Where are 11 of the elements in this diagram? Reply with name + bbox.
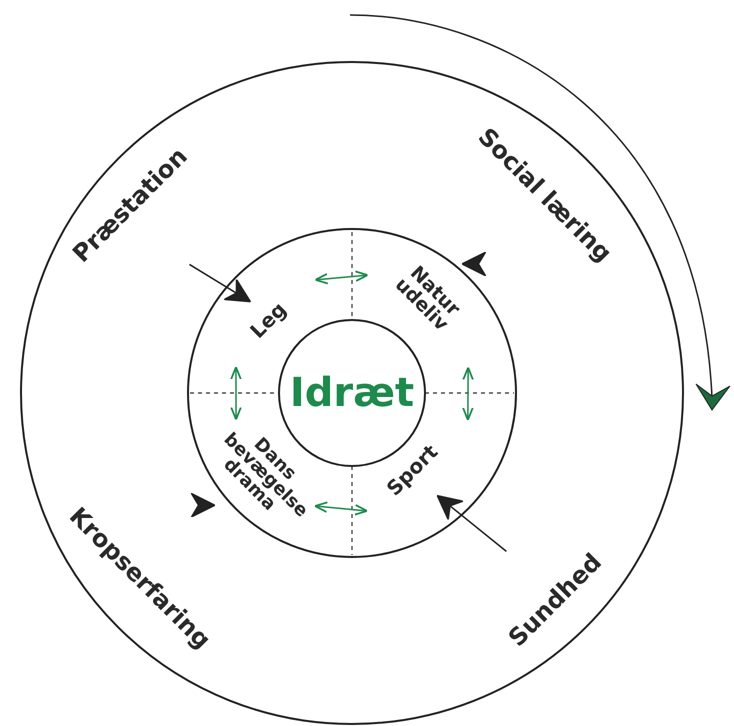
arrow [461,251,486,277]
double-arrow [314,501,368,516]
ring-circle [20,61,684,725]
double-arrow [462,366,474,421]
arrow [189,264,252,302]
segment-label: Leg [246,298,290,342]
double-arrow [230,366,242,420]
arrow [191,493,215,517]
center-label: Idræt [290,373,414,413]
double-arrow [314,270,369,284]
arrow [436,494,507,552]
